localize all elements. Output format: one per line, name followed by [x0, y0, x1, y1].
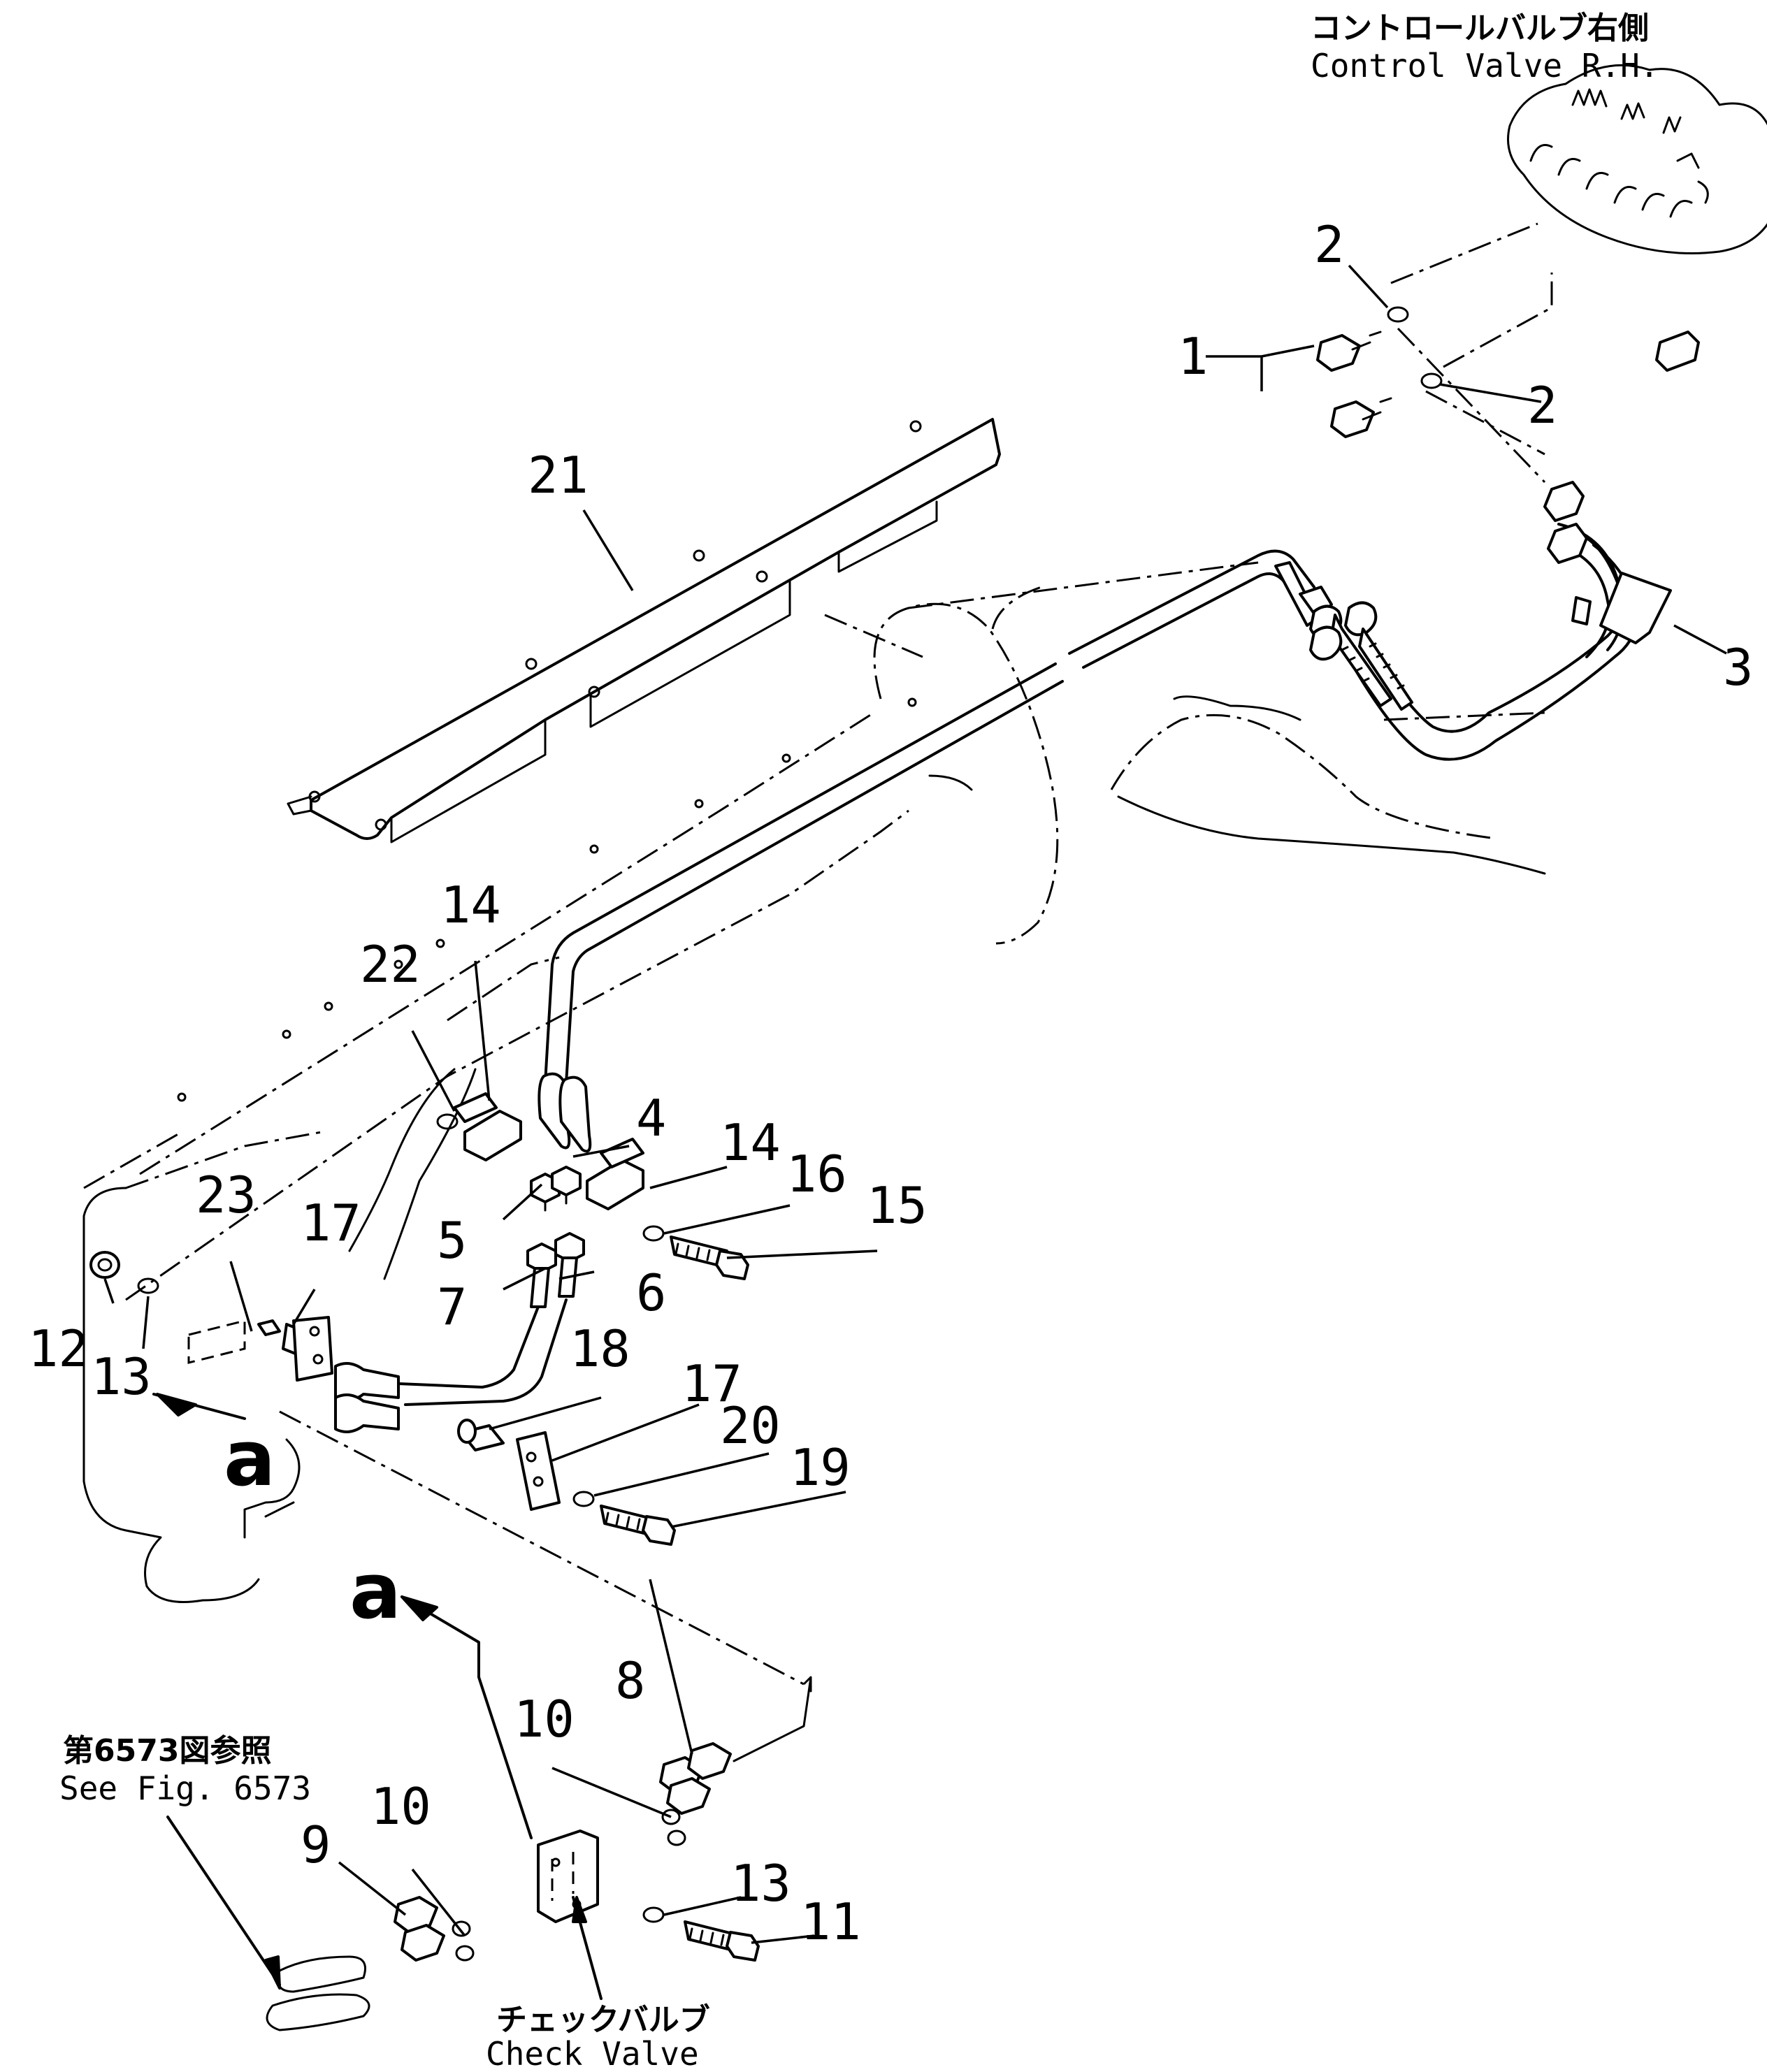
view-reference-lines	[152, 222, 1553, 2000]
callout-10-upper: 10	[514, 1690, 575, 1748]
view-mark-lower: a	[349, 1546, 401, 1636]
callout-23: 23	[196, 1166, 257, 1224]
leader-lines	[103, 264, 1727, 1944]
callout-3: 3	[1723, 638, 1753, 697]
callout-8: 8	[615, 1651, 645, 1710]
check-valve-caption-en: Check Valve	[486, 2035, 699, 2072]
callout-19: 19	[790, 1438, 851, 1497]
callout-11: 11	[800, 1892, 861, 1951]
callout-2-top: 2	[1314, 215, 1344, 274]
callout-5: 5	[437, 1211, 467, 1270]
callout-2-right: 2	[1527, 376, 1557, 435]
callout-14-lower: 14	[720, 1113, 781, 1172]
callout-6: 6	[636, 1263, 666, 1322]
callout-1: 1	[1178, 327, 1208, 386]
see-fig-caption-jp: 第6573図参照	[63, 1733, 271, 1769]
check-valve-caption-jp: チェックバルブ	[496, 2002, 710, 2038]
callout-4: 4	[636, 1089, 666, 1147]
callout-17-upper: 17	[301, 1194, 361, 1252]
callout-20: 20	[720, 1396, 781, 1455]
callout-22: 22	[360, 935, 421, 994]
small-parts	[89, 306, 1700, 2031]
left-frame-block	[82, 1187, 301, 1603]
callout-10-lower: 10	[370, 1777, 431, 1836]
control-valve-caption-en: Control Valve R.H.	[1311, 47, 1659, 85]
callout-17-lower: 17	[681, 1354, 742, 1413]
callout-7: 7	[437, 1277, 467, 1336]
callout-15: 15	[867, 1176, 928, 1235]
control-valve-body	[1507, 64, 1767, 254]
callout-12: 12	[28, 1319, 89, 1378]
callout-18: 18	[570, 1319, 630, 1378]
machine-frame	[83, 561, 1546, 1301]
see-fig-caption-en: See Fig. 6573	[59, 1769, 311, 1807]
cover-plate	[287, 418, 1001, 843]
callout-14-upper: 14	[440, 876, 501, 934]
callout-21: 21	[528, 446, 589, 505]
pipe-assembly	[334, 481, 1672, 1433]
callout-13-left: 13	[91, 1347, 152, 1406]
callout-16: 16	[786, 1145, 847, 1203]
callout-13-lower: 13	[730, 1854, 791, 1913]
callout-9: 9	[301, 1816, 331, 1874]
view-mark-upper: a	[224, 1414, 275, 1503]
control-valve-caption-jp: コントロールバルブ右側	[1311, 10, 1649, 46]
